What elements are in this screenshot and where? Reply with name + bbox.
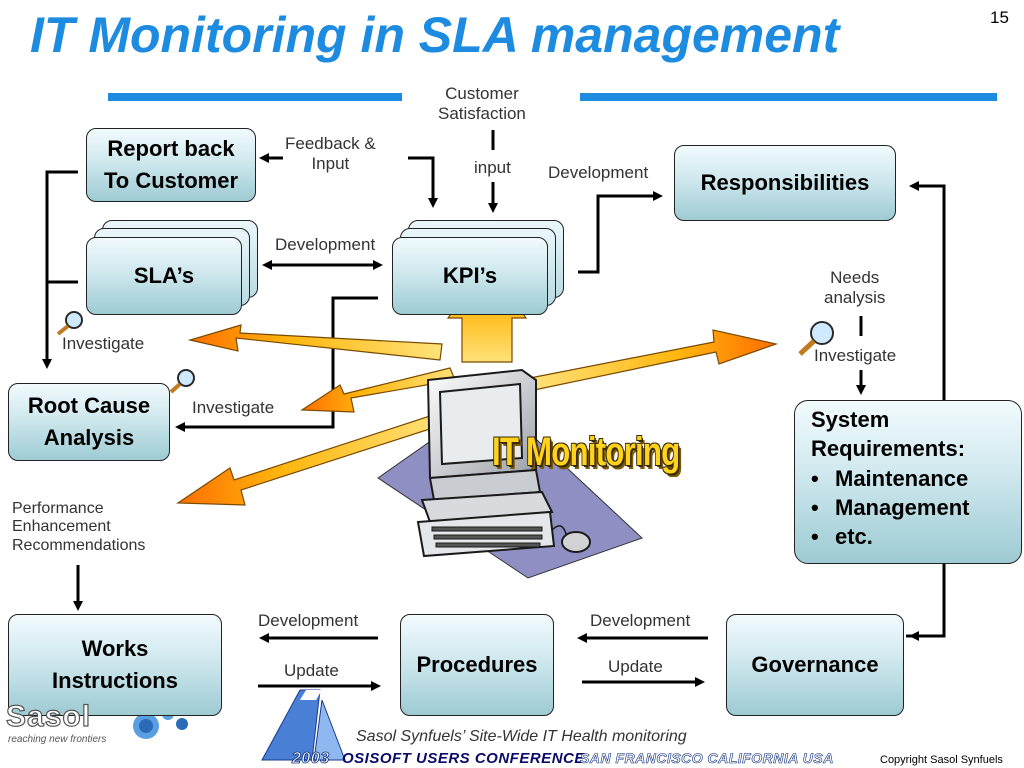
works-instructions-line2: Instructions (52, 668, 178, 693)
system-requirements-item: Management (825, 493, 1021, 522)
conference-name: OSISOFT USERS CONFERENCE (342, 750, 585, 767)
page-title: IT Monitoring in SLA management (30, 7, 840, 63)
ray-to-investigate-left (187, 324, 443, 361)
it-monitoring-label: IT Monitoring (492, 430, 680, 474)
kpi-node[interactable]: KPI’s (392, 237, 548, 315)
report-back-node[interactable]: Report back To Customer (86, 128, 256, 202)
report-back-line1: Report back (107, 136, 235, 162)
system-requirements-item: Maintenance (825, 464, 1021, 493)
title-bar-left (108, 93, 402, 101)
conference-year: 2003 (292, 750, 330, 768)
responsibilities-node[interactable]: Responsibilities (674, 145, 896, 221)
root-cause-line1: Root Cause (27, 393, 151, 419)
title-bar-right (580, 93, 997, 101)
report-back-line2: To Customer (103, 168, 239, 193)
root-cause-node[interactable]: Root Cause Analysis (8, 383, 170, 461)
investigate-left-label: Investigate (62, 334, 145, 353)
ray-to-root-cause (300, 367, 456, 413)
works-instructions-line1: Works (81, 636, 149, 662)
update-wi-label: Update (284, 661, 339, 680)
conference-logo-icon (261, 689, 346, 761)
system-requirements-node[interactable]: System Requirements: Maintenance Managem… (794, 400, 1022, 564)
works-instructions-node[interactable]: Works Instructions (8, 614, 222, 716)
update-gov-label: Update (608, 657, 663, 676)
sasol-tagline: reaching new frontiers (8, 734, 107, 745)
development-wi-label: Development (258, 611, 359, 630)
feedback-input-label: Feedback & Input (285, 134, 376, 173)
system-requirements-line2: Requirements: (811, 436, 966, 462)
procedures-node[interactable]: Procedures (400, 614, 554, 716)
development-sla-label: Development (275, 235, 376, 254)
sasol-logo-text: Sasol (5, 699, 92, 733)
computer-illustration (416, 368, 591, 558)
investigate-right-label: Investigate (814, 346, 897, 365)
system-requirements-list: Maintenance Management etc. (811, 464, 1021, 552)
system-requirements-item: etc. (825, 522, 1021, 551)
development-resp-label: Development (548, 163, 649, 182)
development-gov-label: Development (590, 611, 691, 630)
copyright: Copyright Sasol Synfuels (880, 754, 1003, 766)
governance-node[interactable]: Governance (726, 614, 904, 716)
investigate-mid-label: Investigate (192, 398, 275, 417)
performance-label: Performance Enhancement Recommendations (12, 500, 146, 554)
input-label: input (474, 158, 511, 177)
system-requirements-line1: System (811, 407, 890, 432)
customer-satisfaction-label: Customer Satisfaction (438, 84, 526, 123)
sla-node[interactable]: SLA’s (86, 237, 242, 315)
ray-to-performance (176, 413, 443, 506)
sasol-logo-icon (133, 708, 188, 739)
needs-analysis-label: Needs analysis (824, 268, 886, 307)
root-cause-line2: Analysis (43, 425, 135, 450)
conference-location: SAN FRANCISCO CALIFORNIA USA (580, 750, 834, 767)
footer-caption: Sasol Synfuels’ Site-Wide IT Health moni… (356, 728, 687, 745)
page-number: 15 (990, 8, 1009, 27)
magnifier-icons (56, 311, 834, 394)
ray-to-investigate-right (529, 329, 779, 391)
